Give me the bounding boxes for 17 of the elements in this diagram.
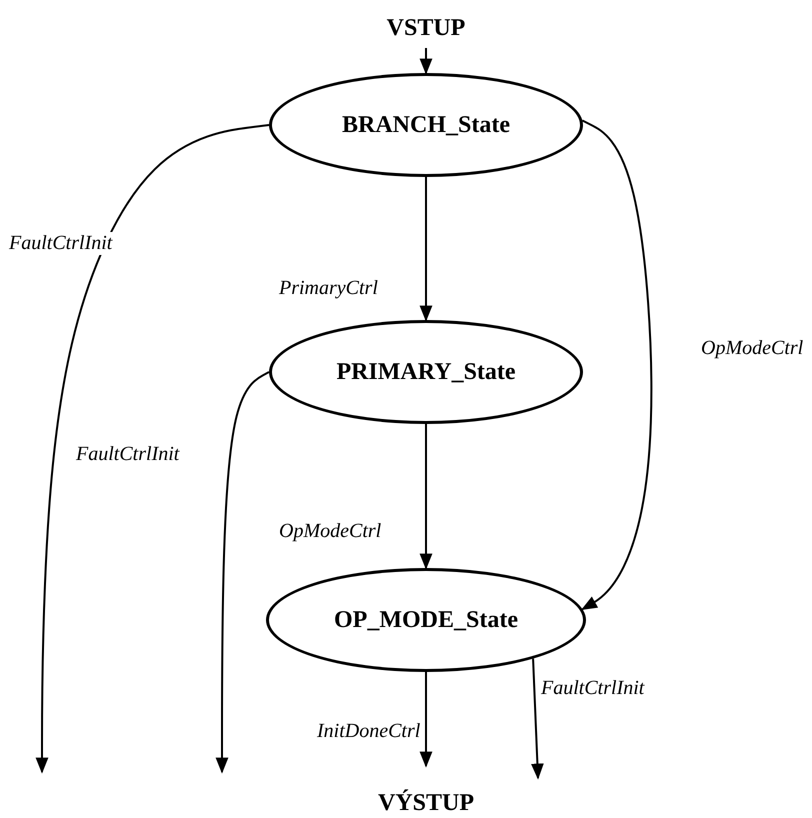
node-label: PRIMARY_State: [336, 358, 516, 386]
edge-label: FaultCtrlInit: [8, 232, 114, 255]
edge-label: OpModeCtrl: [278, 520, 382, 543]
arrow: [420, 424, 432, 570]
arrow: [420, 48, 432, 75]
edge-label: OpModeCtrl: [700, 337, 804, 360]
output-label: VÝSTUP: [378, 790, 474, 817]
arrow: [531, 658, 544, 780]
arrow: [420, 672, 432, 768]
node-label: VSTUP: [386, 14, 466, 42]
node-label: OP_MODE_State: [334, 606, 518, 634]
arrow: [581, 120, 652, 610]
node-label: BRANCH_State: [342, 112, 510, 138]
edge-label: PrimaryCtrl: [278, 277, 379, 300]
arrow: [216, 371, 270, 774]
arrow: [36, 124, 270, 774]
arrow: [420, 177, 432, 322]
